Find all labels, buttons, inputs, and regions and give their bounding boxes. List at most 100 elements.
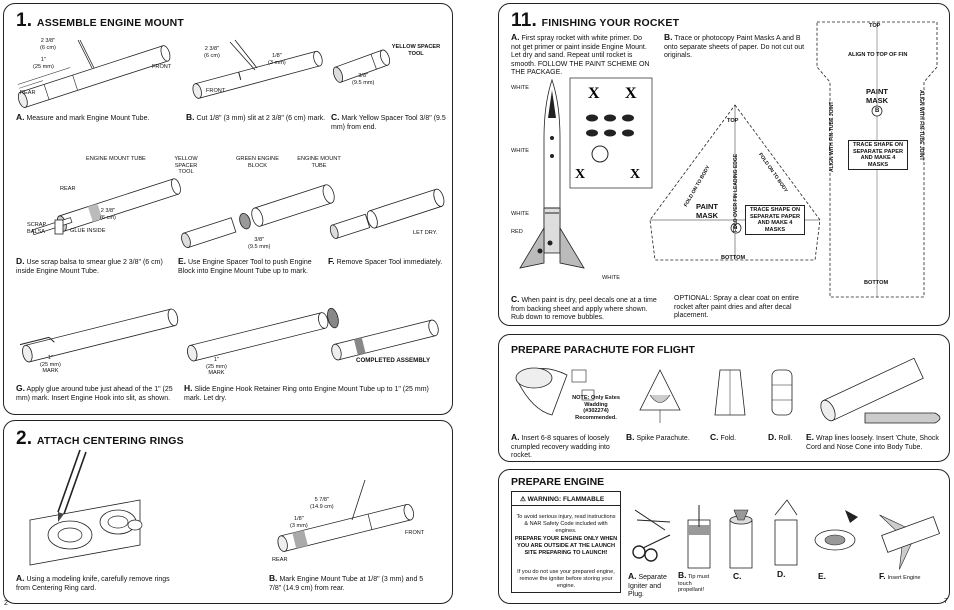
label-mask-a-title: PAINT MASK	[695, 202, 719, 220]
label-1b-238: 2 3/8"(6 cm)	[204, 46, 220, 59]
illustration-2b-mark-tube	[277, 479, 414, 552]
illustration-parachute-roll	[771, 369, 793, 416]
caption-engine-c: C.	[733, 571, 742, 581]
illustration-11-rocket-paint-scheme: X X X X	[519, 77, 653, 269]
caption-1b: B. Cut 1/8" (3 mm) slit at 2 3/8" (6 cm)…	[186, 112, 326, 122]
label-1g-1in: 1"(25 mm)MARK	[40, 355, 61, 374]
label-1d-238: 2 3/8"(6 cm)	[100, 208, 116, 221]
caption-parachute-a: A. Insert 6-8 squares of loosely crumple…	[511, 432, 610, 459]
caption-11b: B. Trace or photocopy Paint Masks A and …	[664, 32, 805, 59]
warning-text-2: PREPARE YOUR ENGINE ONLY WHEN YOU ARE OU…	[514, 536, 618, 556]
label-mask-a-bottom: BOTTOM	[721, 255, 746, 261]
label-mask-a-letter: A	[733, 225, 738, 231]
warning-text-3: If you do not use your prepared engine, …	[517, 569, 615, 589]
caption-1h: H. Slide Engine Hook Retainer Ring onto …	[184, 383, 429, 402]
svg-text:X: X	[630, 167, 640, 182]
illustration-engine-separate-igniter	[632, 509, 671, 562]
svg-text:X: X	[625, 85, 637, 102]
label-mask-b-top: TOP	[869, 23, 881, 29]
label-1d-glue-inside: GLUE INSIDE	[70, 228, 106, 234]
illustration-parachute-spike	[639, 369, 681, 423]
caption-parachute-c: C. Fold.	[710, 432, 737, 442]
caption-1e: E. Use Engine Spacer Tool to push Engine…	[178, 256, 312, 275]
parachute-title: PREPARE PARACHUTE FOR FLIGHT	[511, 344, 695, 356]
label-11-white3: WHITE	[511, 211, 530, 217]
warning-heading: ⚠ WARNING: FLAMMABLE	[520, 496, 605, 503]
label-1a-front: FRONT	[152, 64, 172, 70]
step1-heading: 1. Assemble Engine Mount	[16, 10, 185, 31]
label-1b-front: FRONT	[206, 88, 226, 94]
caption-1a: A. Measure and mark Engine Mount Tube.	[16, 112, 150, 122]
illustration-engine-plug	[729, 509, 753, 569]
label-mask-b-title: PAINT MASK	[865, 87, 889, 105]
illustration-parachute-fold	[714, 369, 746, 416]
label-2b-18: 1/8"(3 mm)	[290, 516, 308, 529]
label-11-white1: WHITE	[511, 85, 530, 91]
step2-heading: 2. Attach Centering Rings	[16, 428, 184, 449]
label-11-white2: WHITE	[511, 148, 530, 154]
page-number-right: 7	[944, 598, 948, 605]
label-2b-rear: REAR	[272, 557, 288, 563]
label-mask-b-align-right: ALIGN WITH FIN-TUBE JOINT	[918, 90, 924, 161]
label-2b-front: FRONT	[405, 530, 425, 536]
caption-1g: G. Apply glue around tube just ahead of …	[16, 383, 173, 402]
illustration-1h-retainer-ring	[187, 307, 439, 362]
label-mask-b-align-left: ALIGN WITH FIN-TUBE JOINT	[829, 101, 835, 172]
caption-1c: C. Mark Yellow Spacer Tool 3/8" (9.5 mm)…	[331, 112, 446, 131]
caption-11c: C. When paint is dry, peel decals one at…	[511, 294, 657, 321]
illustration-engine-insert-igniter	[687, 505, 711, 569]
caption-engine-a: A. Separate Igniter and Plug.	[628, 571, 667, 598]
caption-parachute-b: B. Spike Parachute.	[626, 432, 690, 442]
caption-engine-b: B. Tip must touch propellant!	[678, 570, 710, 593]
label-1d-rear: REAR	[60, 186, 76, 192]
step11-heading: 11. Finishing Your Rocket	[511, 10, 680, 31]
label-mask-a-top: TOP	[727, 118, 739, 124]
label-1a-238: 2 3/8"(6 cm)	[40, 38, 56, 51]
label-mask-b-letter: B	[875, 108, 880, 114]
caption-11a: A. First spray rocket with white primer.…	[511, 32, 650, 76]
caption-2b: B. Mark Engine Mount Tube at 1/8" (3 mm)…	[269, 573, 424, 592]
label-mask-a-trace: TRACE SHAPE ON SEPARATE PAPER AND MAKE 4…	[745, 205, 805, 235]
caption-1f: F. Remove Spacer Tool immediately.	[328, 256, 443, 266]
label-1e-engine-mount-tube: ENGINE MOUNT TUBE	[297, 156, 341, 169]
svg-text:X: X	[588, 85, 600, 102]
illustration-2a-centering-ring-card	[29, 449, 143, 566]
caption-11-optional: OPTIONAL: Spray a clear coat on entire r…	[674, 295, 799, 319]
label-mask-b-align-top: ALIGN TO TOP OF FIN	[848, 52, 908, 58]
label-parachute-note: NOTE: Only Estes Wadding (#302274) Recom…	[572, 395, 620, 421]
label-1h-1in: 1"(25 mm)MARK	[206, 357, 227, 376]
illustration-1b-tube-slit	[192, 39, 323, 99]
label-2b-578: 5 7/8"(14.9 cm)	[310, 497, 334, 510]
label-1e-green-engine-block: GREEN ENGINE BLOCK	[236, 156, 279, 169]
label-1a-rear: REAR	[20, 90, 36, 96]
caption-parachute-e: E. Wrap lines loosely. Insert 'Chute, Sh…	[806, 432, 939, 451]
caption-engine-f: F. Insert Engine	[879, 571, 921, 581]
illustration-1g-engine-hook	[19, 308, 179, 363]
label-11-red: RED	[511, 229, 523, 235]
label-mask-a-fold-fin: FOLD OVER FIN LEADING EDGE	[733, 153, 739, 232]
illustration-engine-into-mount	[814, 510, 858, 551]
illustration-1d-glue-balsa	[31, 178, 181, 236]
illustration-engine-tape	[774, 499, 798, 566]
warning-box	[511, 491, 621, 593]
illustration-1e-push-block	[181, 184, 335, 248]
caption-1d: D. Use scrap balsa to smear glue 2 3/8" …	[16, 256, 163, 275]
svg-text:X: X	[575, 167, 585, 182]
label-11-white4: WHITE	[602, 275, 621, 281]
label-1b-18: 1/8"(3 mm)	[268, 53, 286, 66]
illustration-parachute-wadding	[515, 367, 595, 416]
page-number-left: 2	[4, 600, 8, 607]
label-1h-completed-assembly: COMPLETED ASSEMBLY	[356, 357, 431, 364]
warning-text-1: To avoid serious injury, read instructio…	[516, 514, 616, 534]
label-1a-1in: 1"(25 mm)	[33, 57, 54, 70]
label-1d-scrap-balsa: SCRAP BALSA	[27, 222, 47, 235]
caption-2a: A. Using a modeling knife, carefully rem…	[16, 573, 170, 592]
caption-engine-d: D.	[777, 569, 786, 579]
label-1e-38: 3/8"(9.5 mm)	[248, 237, 271, 250]
illustration-1a-tube	[17, 39, 171, 108]
label-1e-yellow-spacer: YELLOW SPACER TOOL	[174, 156, 198, 175]
illustration-engine-insert-engine	[879, 514, 941, 570]
caption-parachute-d: D. Roll.	[768, 432, 793, 442]
illustration-parachute-insert	[820, 357, 941, 424]
label-1c-yellow-spacer-tool: YELLOW SPACER TOOL	[391, 44, 441, 57]
